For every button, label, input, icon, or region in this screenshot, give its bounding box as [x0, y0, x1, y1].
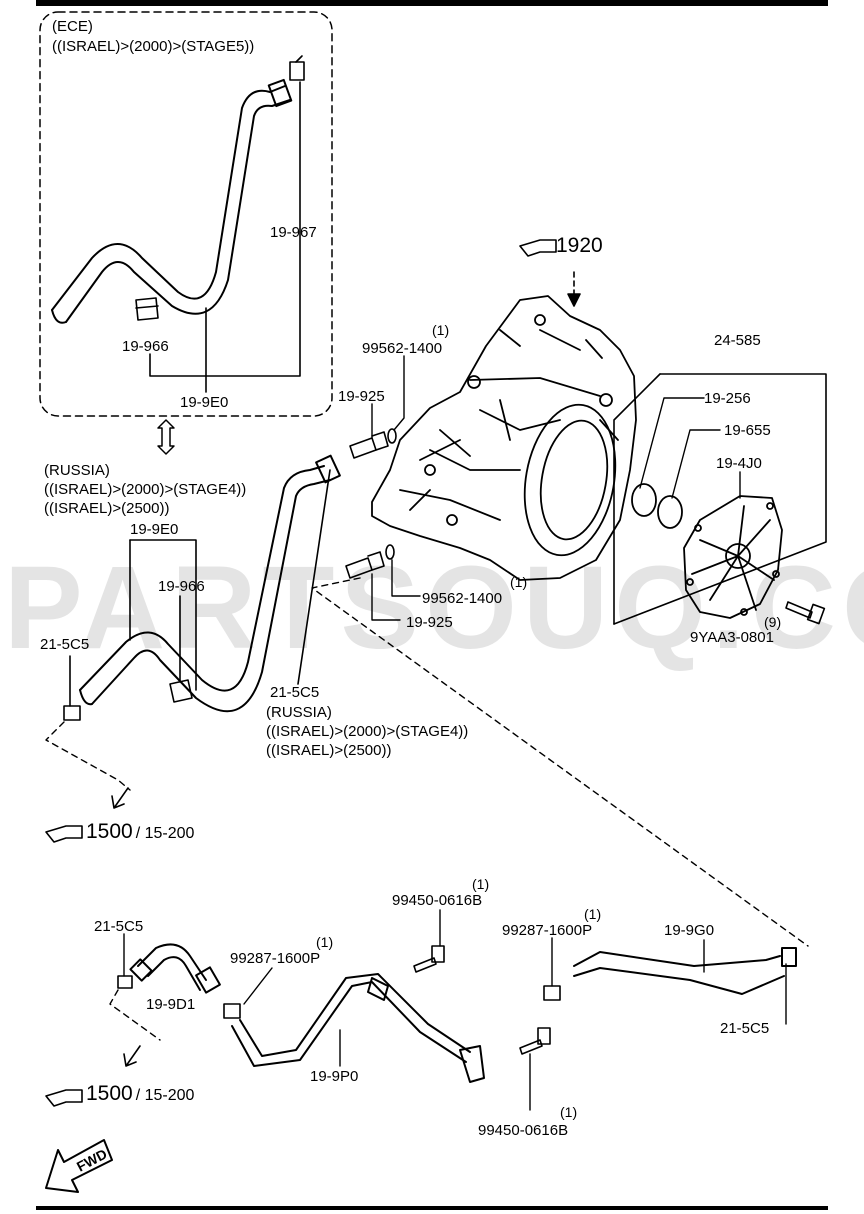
part-19-9e0-top[interactable]: 19-9E0	[180, 394, 229, 411]
clamp-99287-1600p-left	[223, 1003, 241, 1019]
hose-19-9d1	[129, 943, 221, 994]
russia-condition-b: (RUSSIA)	[266, 704, 332, 721]
russia-condition: (RUSSIA)	[44, 462, 110, 479]
part-19-9p0[interactable]: 19-9P0	[310, 1068, 359, 1085]
part-99287-1600p-right[interactable]: 99287-1600P	[502, 922, 593, 939]
ece-group-frame	[39, 11, 333, 417]
leader-19-967	[149, 81, 301, 377]
bolt-99450-lower	[519, 1027, 551, 1055]
clip-19-966-left	[169, 679, 193, 703]
part-99450-0616b-upper[interactable]: 99450-0616B	[392, 892, 483, 909]
oring-19-256	[631, 483, 657, 517]
arrow-to-1500-top	[111, 787, 129, 809]
part-99562-upper[interactable]: 99562-1400	[362, 340, 443, 357]
leader-99562-upper	[393, 355, 405, 431]
transaxle-case	[371, 295, 637, 581]
ref-1500-top-sub: / 15-200	[135, 825, 195, 842]
fwd-arrow-icon	[45, 1139, 113, 1193]
part-19-967[interactable]: 19-967	[270, 224, 317, 241]
arrow-to-1500-bottom	[123, 1045, 141, 1067]
fitting-19-925-lower	[345, 551, 385, 579]
qty-99450-upper: (1)	[472, 876, 490, 892]
leader-19-655	[671, 429, 721, 499]
israel-condition-2500: ((ISRAEL)>(2500))	[44, 500, 170, 517]
clip-19-967	[289, 55, 305, 81]
qty-99562-upper: (1)	[432, 322, 450, 338]
hand-icon-1500-top	[45, 825, 83, 843]
bracket-24-585-left	[613, 373, 661, 625]
dashed-arrow-1920	[567, 271, 581, 307]
qty-99287-right: (1)	[584, 906, 602, 922]
part-99450-0616b-lower[interactable]: 99450-0616B	[478, 1122, 569, 1139]
clip-19-966-top	[135, 297, 159, 321]
qty-99450-lower: (1)	[560, 1104, 578, 1120]
ref-1500-top[interactable]: 1500 / 15-200	[86, 820, 194, 844]
leader-19-925-lower	[371, 573, 401, 621]
leader-21-5c5-mid	[297, 469, 331, 685]
oring-99562-lower	[385, 544, 395, 560]
part-19-256[interactable]: 19-256	[704, 390, 751, 407]
part-19-966-top[interactable]: 19-966	[122, 338, 169, 355]
fitting-19-925-upper	[349, 431, 389, 459]
hand-icon-1920	[519, 239, 557, 257]
qty-99562-lower: (1)	[510, 574, 528, 590]
part-19-4j0[interactable]: 19-4J0	[716, 455, 762, 472]
hose-19-9e0-top	[51, 78, 293, 324]
ece-condition-2: ((ISRAEL)>(2000)>(STAGE5))	[52, 38, 255, 55]
cover-19-4j0	[683, 495, 783, 619]
part-19-925-lower[interactable]: 19-925	[406, 614, 453, 631]
dashed-route-bottom	[109, 989, 161, 1041]
qty-99287-left: (1)	[316, 934, 334, 950]
part-19-655[interactable]: 19-655	[724, 422, 771, 439]
leader-99562-lower	[391, 559, 421, 597]
ref-1500-bottom[interactable]: 1500 / 15-200	[86, 1082, 194, 1106]
israel-condition-2500-b: ((ISRAEL)>(2500))	[266, 742, 392, 759]
part-21-5c5-left[interactable]: 21-5C5	[40, 636, 90, 653]
israel-condition-2000: ((ISRAEL)>(2000)>(STAGE4))	[44, 481, 247, 498]
ref-1500-bottom-number: 1500	[86, 1082, 133, 1105]
pipe-19-9p0	[231, 973, 485, 1083]
ece-condition: (ECE)	[52, 18, 93, 35]
part-19-9d1[interactable]: 19-9D1	[146, 996, 196, 1013]
ref-1500-bottom-sub: / 15-200	[135, 1087, 195, 1104]
leader-19-256	[639, 397, 705, 489]
qty-9yaa3: (9)	[764, 614, 782, 630]
leader-99287-left	[243, 967, 273, 1005]
oring-19-655	[657, 495, 683, 529]
part-19-925-upper[interactable]: 19-925	[338, 388, 385, 405]
part-99287-1600p-left[interactable]: 99287-1600P	[230, 950, 321, 967]
ref-1920-number: 1920	[556, 234, 603, 257]
clamp-21-5c5-left	[63, 705, 81, 721]
clamp-21-5c5-bottom	[117, 975, 133, 989]
clamp-99287-1600p-right	[543, 985, 561, 1001]
part-9yaa3-0801[interactable]: 9YAA3-0801	[690, 629, 774, 646]
ref-1920[interactable]: 1920	[556, 234, 603, 258]
part-19-9e0-left[interactable]: 19-9E0	[130, 521, 179, 538]
alternative-arrow	[157, 419, 175, 455]
bolt-9yaa3-0801	[785, 601, 826, 625]
part-19-966-left[interactable]: 19-966	[158, 578, 205, 595]
hose-19-9e0-left	[79, 454, 341, 713]
leader-19-9e0-left-b	[129, 539, 197, 691]
dashed-route-right	[311, 577, 809, 947]
israel-condition-2000-b: ((ISRAEL)>(2000)>(STAGE4))	[266, 723, 469, 740]
hose-19-9g0	[573, 947, 797, 995]
oring-99562-upper	[387, 428, 397, 444]
dashed-route-left	[45, 721, 131, 791]
top-rule	[36, 0, 828, 6]
part-21-5c5-mid[interactable]: 21-5C5	[270, 684, 320, 701]
bottom-rule	[36, 1206, 828, 1210]
part-24-585[interactable]: 24-585	[714, 332, 761, 349]
ref-1500-top-number: 1500	[86, 820, 133, 843]
part-19-9g0[interactable]: 19-9G0	[664, 922, 715, 939]
bolt-99450-upper	[413, 945, 445, 973]
watermark: PARTSOUQ.COM	[4, 542, 864, 674]
part-21-5c5-bottom-right[interactable]: 21-5C5	[720, 1020, 770, 1037]
part-99562-lower[interactable]: 99562-1400	[422, 590, 503, 607]
hand-icon-1500-bottom	[45, 1089, 83, 1107]
part-21-5c5-bottom-left[interactable]: 21-5C5	[94, 918, 144, 935]
